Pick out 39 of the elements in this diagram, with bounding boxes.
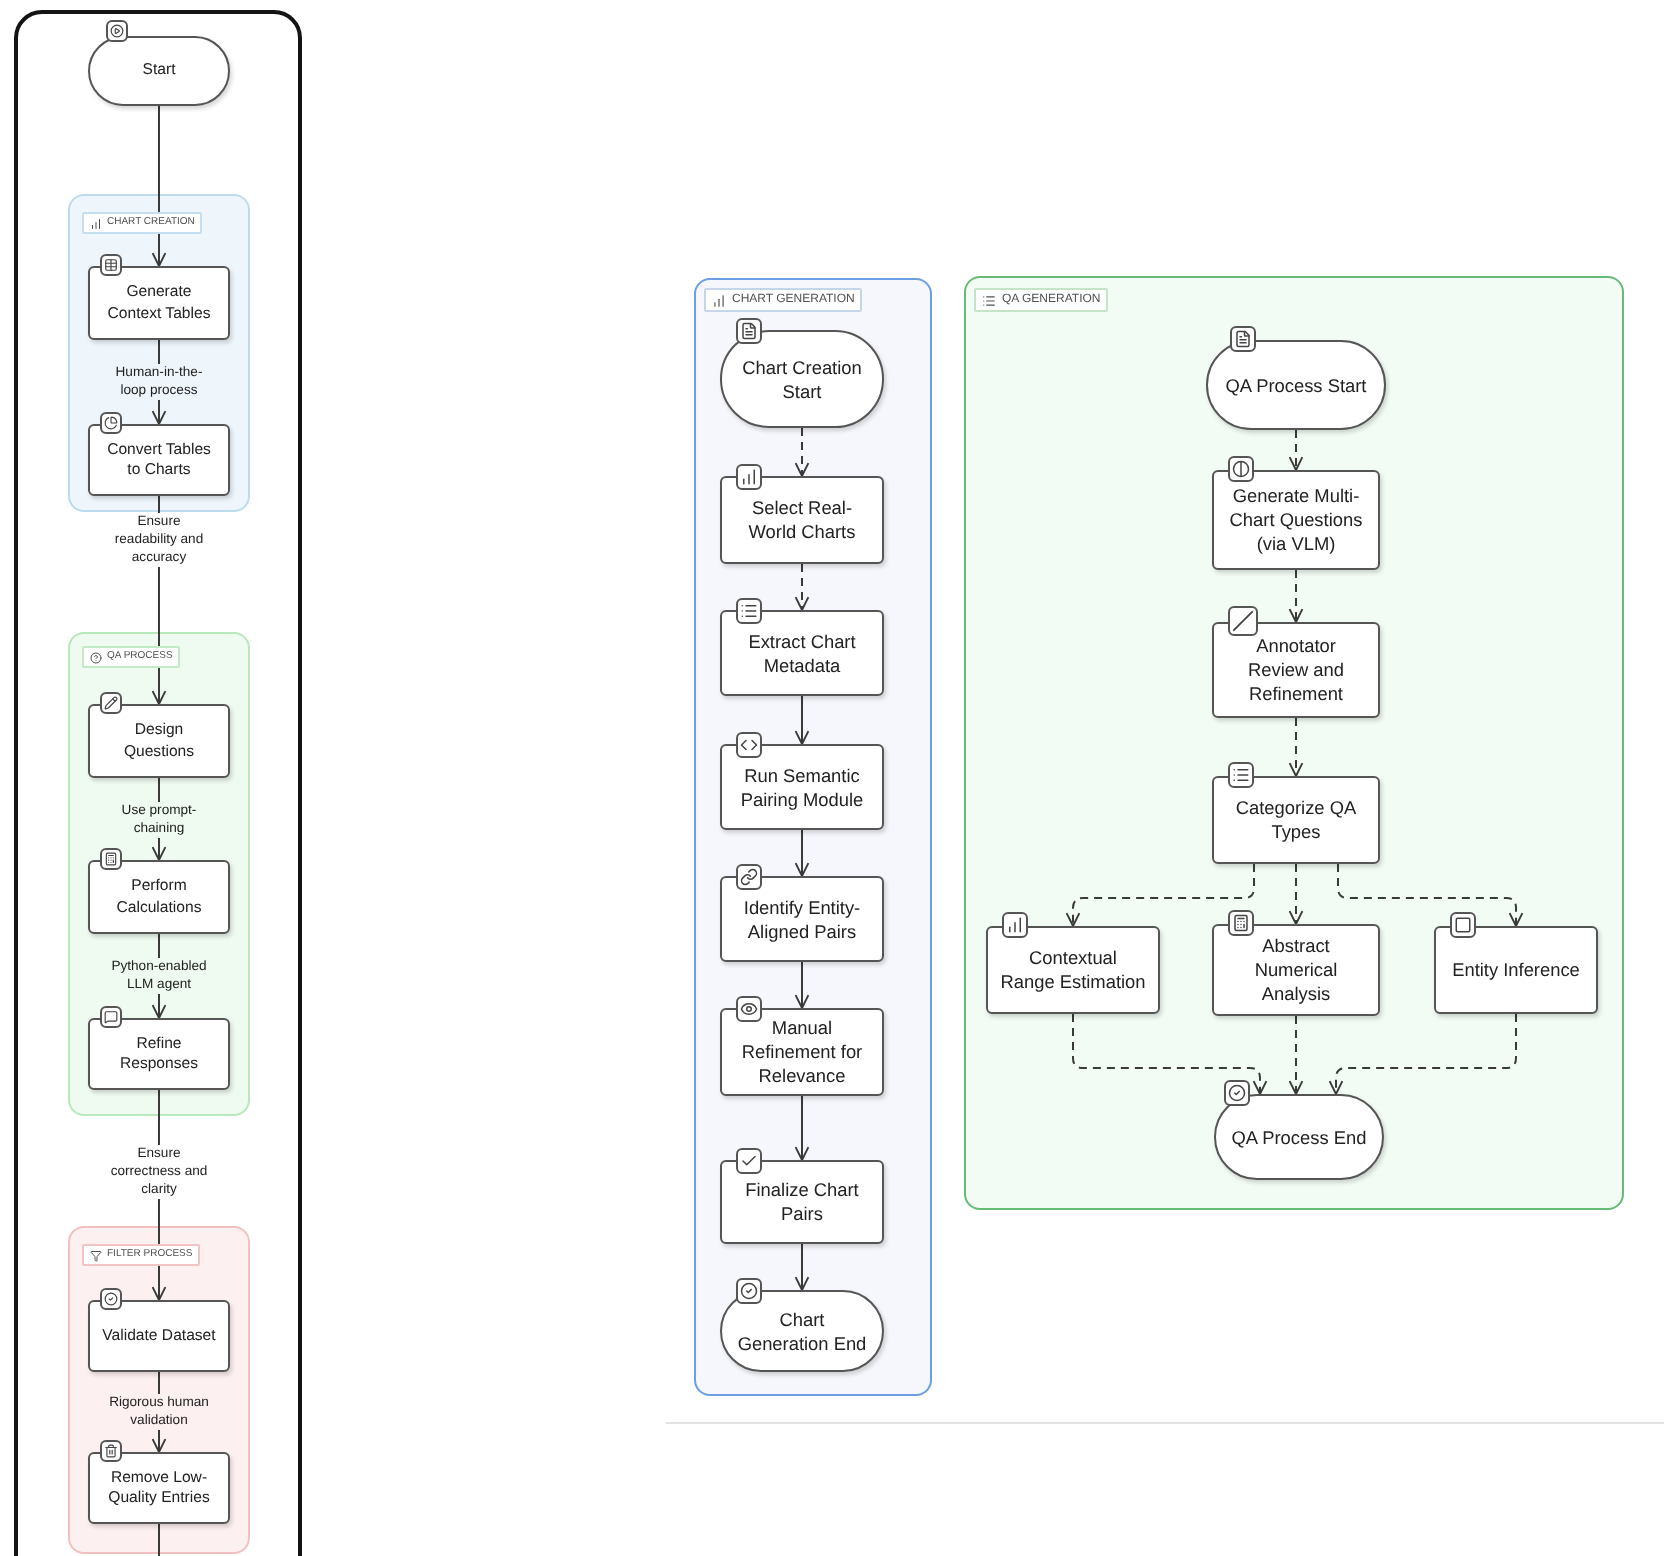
- arrow: [794, 695, 810, 745]
- arrow: [794, 427, 810, 477]
- node-label: Chart Generation End: [735, 1307, 869, 1355]
- node-label: Contextual Range Estimation: [999, 946, 1147, 994]
- node-label: Categorize QA Types: [1233, 796, 1359, 844]
- arrow: [1328, 1013, 1517, 1095]
- arrow: [1288, 1015, 1304, 1095]
- subgraph-panel: [964, 276, 1624, 1210]
- arrow: [794, 563, 810, 611]
- node-label: Identify Entity-Aligned Pairs: [741, 895, 863, 943]
- node-label: Finalize Chart Pairs: [743, 1178, 861, 1226]
- arrow: [794, 1095, 810, 1161]
- node-label: Run Semantic Pairing Module: [738, 763, 866, 811]
- arrow: [1288, 717, 1304, 777]
- connector-line: [158, 1523, 160, 1556]
- subgraph-panel: [68, 194, 250, 512]
- subgraph-panel: [694, 278, 932, 1396]
- arrow: [1072, 1013, 1268, 1095]
- arrow: [794, 829, 810, 877]
- node-label: Annotator Review and Refinement: [1245, 634, 1346, 706]
- node-label: Entity Inference: [1452, 958, 1580, 982]
- node-label: Generate Multi-Chart Questions (via VLM): [1227, 484, 1365, 556]
- arrow: [1288, 429, 1304, 471]
- node-label: Manual Refinement for Relevance: [739, 1016, 865, 1088]
- node-label: QA Process Start: [1225, 373, 1367, 397]
- rounded-frame: [14, 10, 302, 1556]
- subgraph-panel: [68, 632, 250, 1116]
- arrow: [1288, 863, 1304, 925]
- node-label: Extract Chart Metadata: [746, 629, 858, 677]
- node-label: Abstract Numerical Analysis: [1252, 934, 1340, 1006]
- arrow: [794, 961, 810, 1009]
- node-label: QA Process End: [1231, 1125, 1367, 1149]
- node-label: Chart Creation Start: [740, 355, 864, 403]
- arrow: [1065, 863, 1255, 927]
- node-label: Select Real-World Charts: [746, 496, 858, 544]
- subgraph-panel: [68, 1226, 250, 1554]
- arrow: [1337, 863, 1524, 927]
- arrow: [794, 1243, 810, 1291]
- arrow: [1288, 569, 1304, 623]
